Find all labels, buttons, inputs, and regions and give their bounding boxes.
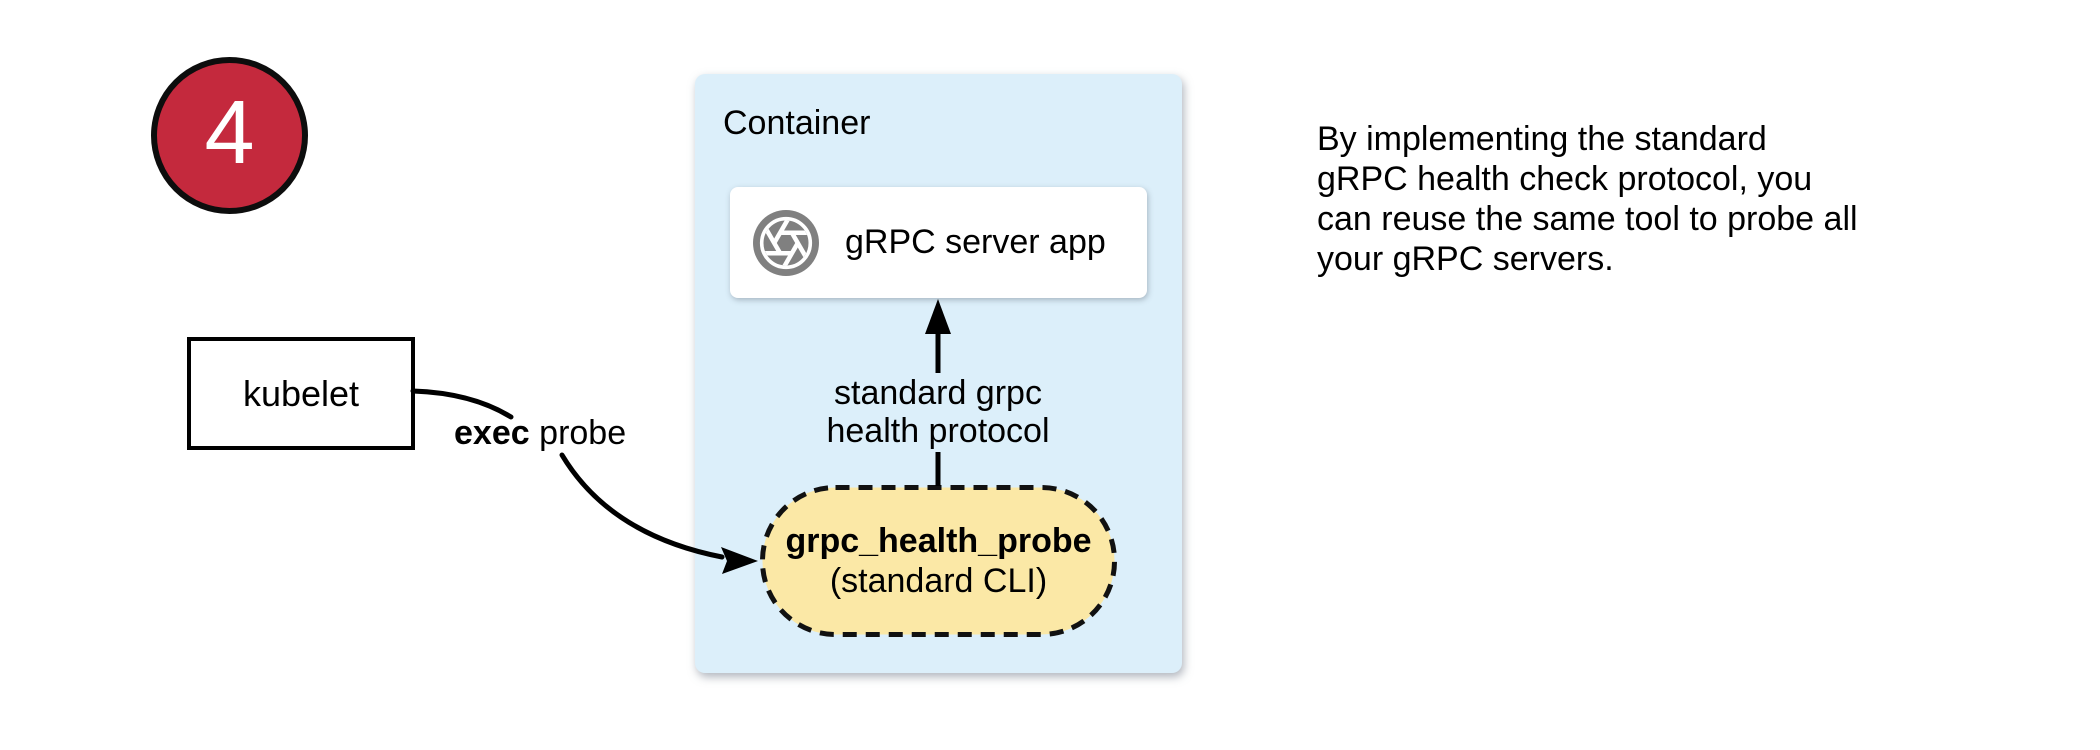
step-number: 4 (204, 82, 255, 183)
exec-probe-label-regular: probe (539, 414, 627, 452)
kubelet-label: kubelet (242, 372, 360, 414)
step-number-badge: 4 (151, 57, 308, 214)
grpc-health-probe-pill: grpc_health_probe (standard CLI) (760, 485, 1117, 637)
container-box: Container gRPC server app (695, 74, 1182, 673)
note-line: gRPC health check protocol, you (1317, 160, 1813, 198)
note-line: By implementing the standard (1317, 120, 1767, 158)
health-protocol-label: standard grpc health protocol (826, 374, 1049, 450)
aperture-icon (753, 209, 819, 276)
grpc-server-app-box: gRPC server app (730, 187, 1147, 298)
container-title: Container (723, 104, 871, 142)
note-line: your gRPC servers. (1317, 240, 1614, 278)
grpc-server-app-label: gRPC server app (845, 223, 1106, 261)
health-protocol-label-line2: health protocol (826, 412, 1050, 450)
probe-pill-subtitle: (standard CLI) (829, 562, 1048, 600)
note-text: By implementing the standard gRPC health… (1317, 119, 1858, 279)
exec-probe-label-bold: exec (454, 414, 530, 452)
health-protocol-label-line1: standard grpc (834, 374, 1042, 412)
note-line: can reuse the same tool to probe all (1317, 200, 1858, 238)
kubelet-box: kubelet (187, 337, 415, 450)
probe-pill-title: grpc_health_probe (785, 522, 1092, 560)
probe-pill-border (760, 485, 1117, 637)
